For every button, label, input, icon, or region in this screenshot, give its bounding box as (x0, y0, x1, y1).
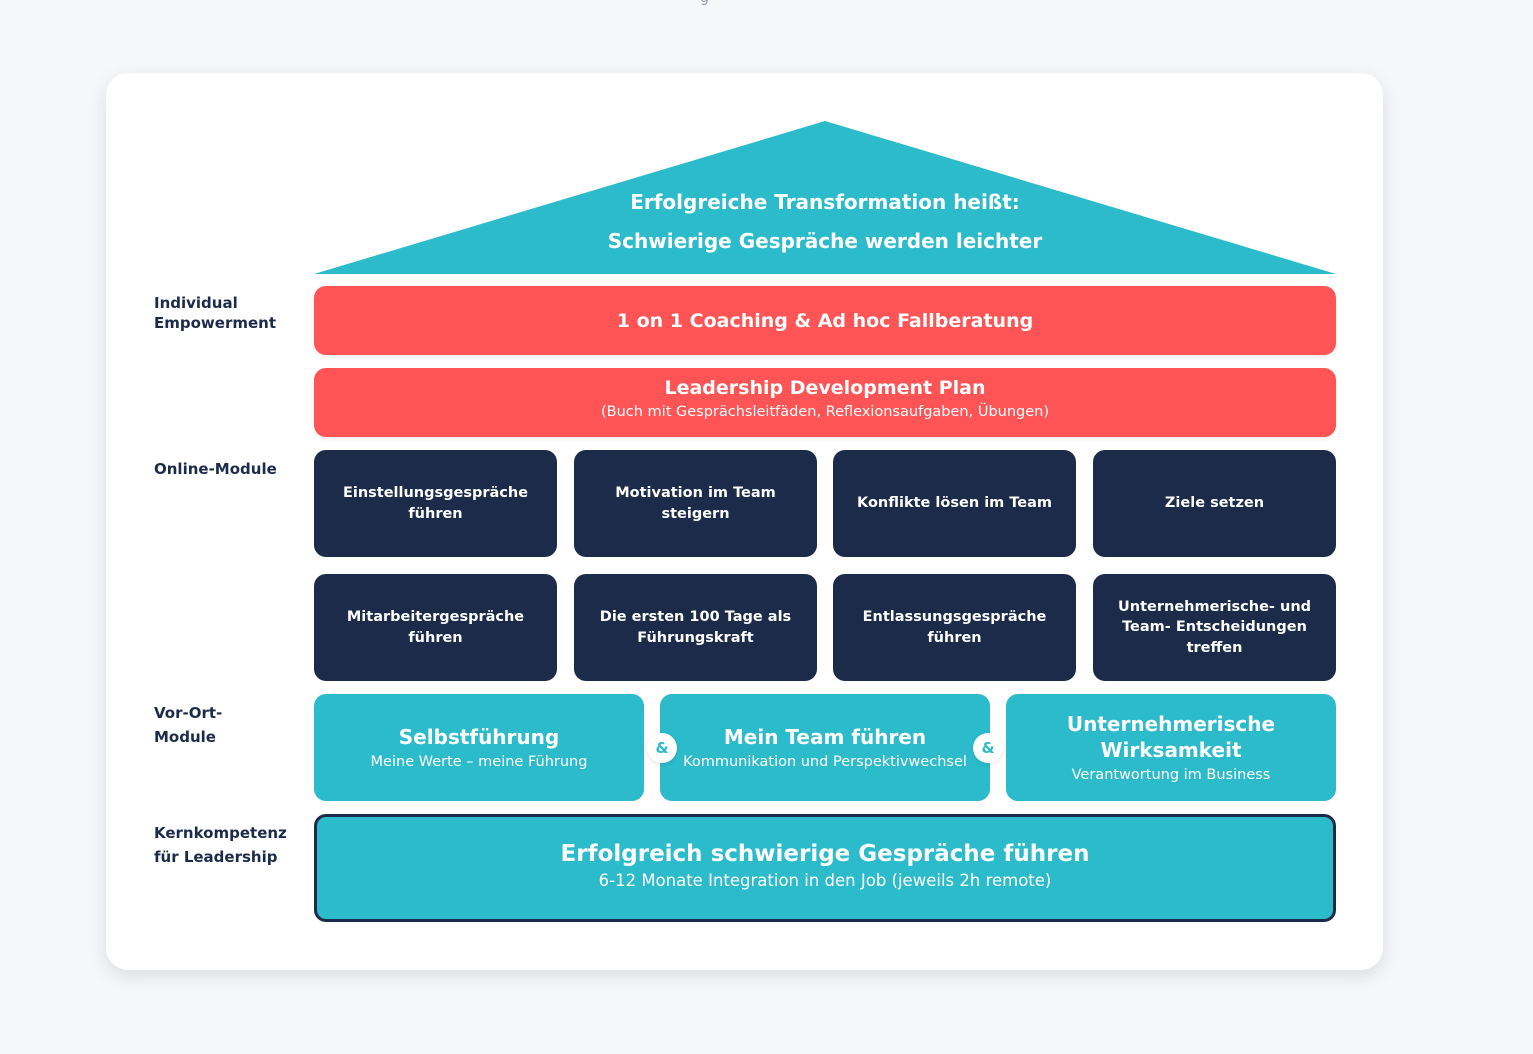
online-module-label: Einstellungsgespräche führen (342, 485, 529, 522)
label-kern-line2: für Leadership (154, 848, 278, 866)
foundation-core-competence: Erfolgreich schwierige Gespräche führen … (314, 814, 1336, 922)
coaching-bar: 1 on 1 Coaching & Ad hoc Fallberatung (314, 286, 1336, 355)
label-vorort-line1: Vor-Ort- (154, 704, 223, 722)
ampersand-badge: & (973, 733, 1003, 763)
label-online-text: Online-Module (154, 460, 277, 478)
online-module-box: Einstellungsgespräche führen (314, 450, 557, 557)
online-module-label: Die ersten 100 Tage als Führungskraft (599, 609, 792, 646)
ampersand-badge: & (647, 733, 677, 763)
online-module-label: Entlassungsgespräche führen (862, 609, 1047, 646)
vorort-module-title: Mein Team führen (723, 724, 927, 749)
top-text-fragment: g (700, 0, 709, 6)
foundation-title: Erfolgreich schwierige Gespräche führen (560, 841, 1090, 867)
ldp-title: Leadership Development Plan (664, 377, 986, 399)
roof-triangle (314, 121, 1336, 274)
vorort-module-title: Unternehmerische Wirksamkeit (1066, 711, 1276, 762)
online-module-label: Unternehmerische- und Team- Entscheidung… (1117, 598, 1312, 656)
label-vorort-line2: Module (154, 728, 216, 746)
roof-text: Erfolgreiche Transformation heißt: Schwi… (314, 183, 1336, 261)
vorort-module-wirksamkeit: Unternehmerische Wirksamkeit Verantwortu… (1006, 694, 1336, 801)
label-individual-line2: Empowerment (154, 314, 276, 332)
label-individual-line1: Individual (154, 294, 238, 312)
vorort-module-title: Selbstführung (398, 724, 560, 749)
online-module-label: Mitarbeitergespräche führen (346, 609, 525, 646)
online-module-label: Motivation im Team steigern (615, 485, 776, 522)
online-module-box: Die ersten 100 Tage als Führungskraft (574, 574, 817, 681)
vorort-module-selbstfuehrung: Selbstführung Meine Werte – meine Führun… (314, 694, 644, 801)
online-module-label: Ziele setzen (1164, 495, 1265, 512)
roof-title-line2: Schwierige Gespräche werden leichter (607, 229, 1043, 253)
online-module-box: Ziele setzen (1093, 450, 1336, 557)
roof (314, 121, 1336, 274)
vorort-module-subtitle: Verantwortung im Business (1071, 766, 1271, 783)
online-module-box: Motivation im Team steigern (574, 450, 817, 557)
vorort-module-team: Mein Team führen Kommunikation und Persp… (660, 694, 990, 801)
label-vorort-module: Vor-Ort- Module (154, 701, 304, 749)
online-module-label: Konflikte lösen im Team (856, 495, 1053, 512)
vorort-module-subtitle: Meine Werte – meine Führung (370, 753, 588, 770)
vorort-module-subtitle: Kommunikation und Perspektivwechsel (683, 753, 967, 770)
online-module-box: Unternehmerische- und Team- Entscheidung… (1093, 574, 1336, 681)
roof-title-line1: Erfolgreiche Transformation heißt: (630, 190, 1020, 214)
online-module-box: Mitarbeitergespräche führen (314, 574, 557, 681)
label-kern-line1: Kernkompetenz (154, 824, 287, 842)
label-individual-empowerment: Individual Empowerment (154, 293, 304, 333)
coaching-bar-title: 1 on 1 Coaching & Ad hoc Fallberatung (616, 309, 1034, 332)
label-kernkompetenz: Kernkompetenz für Leadership (154, 821, 304, 869)
label-online-module: Online-Module (154, 459, 304, 479)
online-module-box: Konflikte lösen im Team (833, 450, 1076, 557)
online-module-box: Entlassungsgespräche führen (833, 574, 1076, 681)
ldp-subtitle: (Buch mit Gesprächsleitfäden, Reflexions… (600, 404, 1050, 420)
foundation-subtitle: 6-12 Monate Integration in den Job (jewe… (598, 871, 1052, 890)
leadership-development-plan-bar: Leadership Development Plan (Buch mit Ge… (314, 368, 1336, 437)
